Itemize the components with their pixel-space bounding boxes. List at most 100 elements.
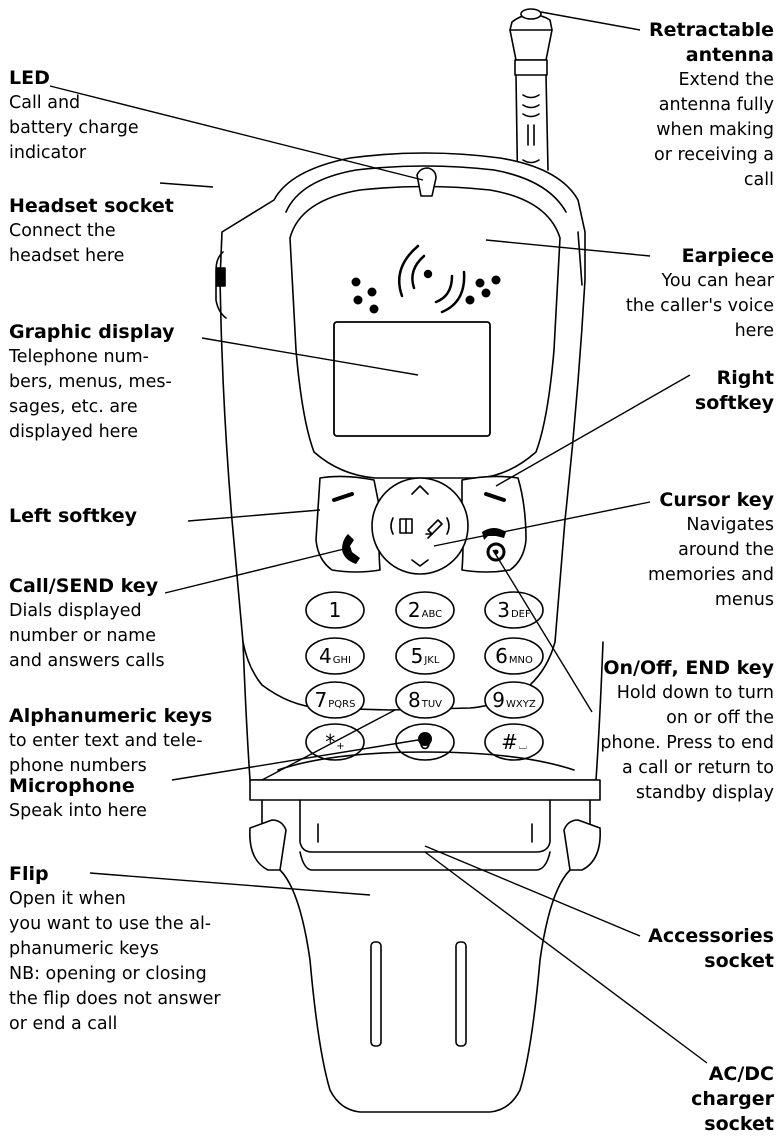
label-flip-desc-2: you want to use the al- — [9, 914, 212, 934]
label-end-key-desc-1: Hold down to turn — [616, 683, 774, 703]
label-earpiece-desc-2: the caller's voice — [625, 296, 774, 316]
label-cursor-key-desc-4: menus — [714, 590, 774, 610]
label-accessories-title-2: socket — [704, 950, 774, 972]
hinge — [242, 641, 604, 829]
label-earpiece: Earpiece You can hear the caller's voice… — [554, 244, 774, 344]
label-antenna-desc-1: Extend the — [678, 70, 774, 90]
keypad-key-4: 4GHI — [305, 637, 365, 675]
flip — [249, 819, 601, 1113]
label-right-softkey-title-2: softkey — [694, 392, 774, 414]
label-microphone-title: Microphone — [9, 775, 135, 797]
label-charger-title-2: charger — [691, 1088, 774, 1110]
keypad-key-8: 8TUV — [395, 681, 455, 719]
label-led-title: LED — [9, 67, 50, 89]
label-cursor-key: Cursor key Navigates around the memories… — [574, 488, 774, 613]
label-flip-desc-1: Open it when — [9, 889, 126, 909]
keypad-key-6: 6MNO — [484, 637, 544, 675]
control-keys — [315, 475, 527, 573]
label-led-desc-1: Call and — [9, 93, 81, 113]
label-antenna-title-2: antenna — [685, 44, 774, 66]
keypad-key-9: 9WXYZ — [484, 681, 544, 719]
label-alphanumeric-keys: Alphanumeric keys to enter text and tele… — [9, 704, 249, 779]
label-alnum-desc-1: to enter text and tele- — [9, 731, 203, 751]
keypad-key-label: 3DEF — [497, 598, 531, 622]
label-flip-title: Flip — [9, 863, 49, 885]
label-right-softkey-title-1: Right — [716, 367, 774, 389]
label-charger-title-1: AC/DC — [708, 1063, 774, 1085]
label-left-softkey: Left softkey — [9, 504, 229, 529]
leader-lines — [49, 11, 708, 1064]
label-display-title: Graphic display — [9, 321, 175, 343]
label-display-desc-2: bers, menus, mes- — [9, 372, 172, 392]
microphone — [418, 732, 432, 746]
keypad-key-label: 6MNO — [495, 644, 533, 668]
antenna — [509, 8, 553, 211]
label-call-send-key: Call/SEND key Dials displayed number or … — [9, 574, 229, 674]
label-retractable-antenna: Retractable antenna Extend the antenna f… — [574, 18, 774, 193]
label-flip-desc-5: the flip does not answer — [9, 989, 221, 1009]
label-alnum-title: Alphanumeric keys — [9, 705, 213, 727]
label-earpiece-desc-1: You can hear — [661, 271, 774, 291]
label-flip-desc-4: NB: opening or closing — [9, 964, 207, 984]
call-handset-icon — [342, 534, 360, 564]
label-cursor-key-desc-2: around the — [678, 540, 774, 560]
keypad-key-label: 8TUV — [408, 688, 442, 712]
label-flip-desc-6: or end a call — [9, 1014, 118, 1034]
label-end-key-desc-3: phone. Press to end — [600, 733, 774, 753]
label-antenna-desc-4: or receiving a — [654, 145, 774, 165]
label-cursor-key-desc-1: Navigates — [686, 515, 774, 535]
keypad-key-label: 4GHI — [319, 644, 351, 668]
label-alnum-desc-2: phone numbers — [9, 756, 147, 776]
label-cursor-key-desc-3: memories and — [648, 565, 774, 585]
keypad-key-label: 2ABC — [408, 598, 442, 622]
keypad-key-5: 5JKL — [395, 637, 455, 675]
label-headset-desc-2: headset here — [9, 246, 125, 266]
accessories-socket-area — [299, 799, 551, 853]
label-microphone: Microphone Speak into here — [9, 774, 229, 824]
label-call-key-desc-1: Dials displayed — [9, 601, 142, 621]
label-graphic-display: Graphic display Telephone num- bers, men… — [9, 320, 229, 445]
label-left-softkey-title: Left softkey — [9, 505, 138, 527]
keypad-key-hash: #⌴ — [484, 723, 544, 761]
label-cursor-key-title: Cursor key — [659, 489, 774, 511]
earpiece-holes — [351, 269, 501, 314]
label-earpiece-title: Earpiece — [681, 245, 774, 267]
keypad-key-label: 9WXYZ — [492, 688, 536, 712]
label-antenna-desc-5: call — [743, 170, 774, 190]
label-antenna-desc-2: antenna fully — [658, 95, 774, 115]
label-end-key-desc-5: standby display — [635, 783, 774, 803]
label-display-desc-4: displayed here — [9, 422, 139, 442]
label-end-key-desc-4: a call or return to — [621, 758, 774, 778]
keypad-key-label: 5JKL — [411, 644, 440, 668]
keypad-key-2: 2ABC — [395, 591, 455, 629]
label-ac-dc-charger-socket: AC/DC charger socket — [654, 1062, 774, 1137]
earpiece — [398, 244, 466, 314]
label-headset-desc-1: Connect the — [9, 221, 116, 241]
keypad-key-1: 1 — [305, 591, 365, 629]
label-call-key-desc-2: number or name — [9, 626, 156, 646]
keypad-key-3: 3DEF — [484, 591, 544, 629]
label-accessories-title-1: Accessories — [648, 925, 774, 947]
label-call-key-title: Call/SEND key — [9, 575, 159, 597]
keypad-key-label: 1 — [329, 598, 342, 622]
label-led: LED Call and battery charge indicator — [9, 66, 229, 166]
graphic-display — [333, 321, 491, 437]
label-end-key-desc-2: on or off the — [666, 708, 774, 728]
label-flip: Flip Open it when you want to use the al… — [9, 862, 249, 1037]
label-antenna-title-1: Retractable — [649, 19, 774, 41]
label-display-desc-3: sages, etc. are — [9, 397, 138, 417]
label-headset-socket: Headset socket Connect the headset here — [9, 194, 229, 269]
cursor-key — [371, 477, 469, 575]
label-antenna-desc-3: when making — [656, 120, 774, 140]
label-call-key-desc-3: and answers calls — [9, 651, 165, 671]
label-on-off-end-key: On/Off, END key Hold down to turn on or … — [564, 656, 774, 806]
label-led-desc-2: battery charge — [9, 118, 139, 138]
label-led-desc-3: indicator — [9, 143, 87, 163]
label-display-desc-1: Telephone num- — [9, 347, 149, 367]
keypad-key-7: 7PQRS — [305, 681, 365, 719]
label-headset-title: Headset socket — [9, 195, 174, 217]
label-right-softkey: Right softkey — [574, 366, 774, 416]
keypad-key-label: #⌴ — [501, 730, 527, 754]
label-microphone-desc-1: Speak into here — [9, 801, 147, 821]
